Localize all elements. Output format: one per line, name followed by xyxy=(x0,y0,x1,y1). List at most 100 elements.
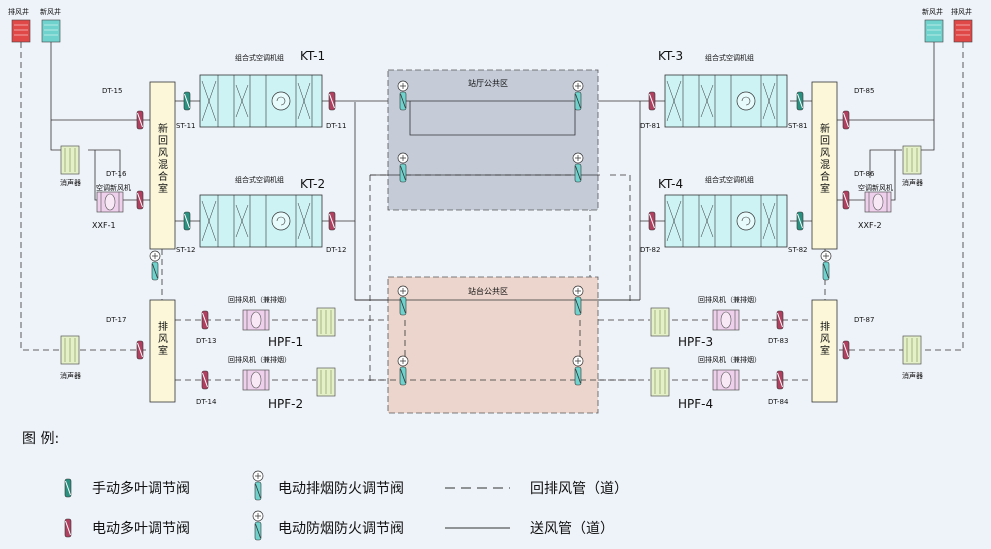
electric-damper-dt15 xyxy=(136,110,144,130)
electric-damper-dt86 xyxy=(842,190,850,210)
silencer xyxy=(316,307,336,337)
manual-damper-st81 xyxy=(796,91,804,111)
damper-tags: DT-15 DT-16 DT-17 DT-11 DT-12 DT-13 DT-1… xyxy=(102,87,875,406)
legend-fire-smoke-damper-label: 电动防烟防火调节阀 xyxy=(278,521,404,537)
svg-text:室: 室 xyxy=(820,182,830,195)
station-hall-area xyxy=(387,69,599,211)
svg-text:风: 风 xyxy=(158,147,168,159)
svg-text:回: 回 xyxy=(820,135,830,147)
return-fan-hpf4 xyxy=(712,369,740,391)
legend-smoke-fire-damper-icon xyxy=(252,470,264,501)
dt84-tag: DT-84 xyxy=(768,398,789,406)
svg-text:合: 合 xyxy=(158,170,168,183)
xxf1-tag: XXF-1 xyxy=(92,221,116,230)
fresh-fan-label: 空调新风机 xyxy=(858,183,893,192)
electric-damper-dt11 xyxy=(328,91,336,111)
electric-damper-dt12 xyxy=(328,211,336,231)
fresh-shaft-left xyxy=(41,19,61,43)
mix-room-left-label: 新 回 风 混 合 室 xyxy=(158,122,168,195)
fresh-fan-label: 空调新风机 xyxy=(96,183,131,192)
silencer xyxy=(650,307,670,337)
exhaust-shaft-right-label: 排风井 xyxy=(951,7,972,16)
dt87-tag: DT-87 xyxy=(854,316,874,324)
hpf4-tag: HPF-4 xyxy=(678,397,713,411)
electric-damper-dt85 xyxy=(842,110,850,130)
return-fan-label: 回排风机（兼排烟） xyxy=(698,295,761,304)
manual-damper-st12 xyxy=(183,211,191,231)
dt83-tag: DT-83 xyxy=(768,337,788,345)
return-fan-label: 回排风机（兼排烟） xyxy=(228,355,291,364)
manual-damper-st82 xyxy=(796,211,804,231)
platform-area xyxy=(387,276,599,414)
hpf2-tag: HPF-2 xyxy=(268,397,303,411)
hpf1-tag: HPF-1 xyxy=(268,335,303,349)
svg-text:排: 排 xyxy=(158,320,168,333)
svg-text:回: 回 xyxy=(158,135,168,147)
return-fan-hpf3 xyxy=(712,309,740,331)
legend-supply-duct-label: 送风管（道） xyxy=(530,521,614,537)
st81-tag: ST-81 xyxy=(788,122,808,130)
silencer-label: 消声器 xyxy=(60,371,81,380)
legend-manual-damper-label: 手动多叶调节阀 xyxy=(92,480,190,497)
electric-damper-dt14 xyxy=(201,370,209,390)
svg-text:风: 风 xyxy=(820,333,830,345)
dt82-tag: DT-82 xyxy=(640,246,660,254)
fresh-shaft-left-label: 新风井 xyxy=(40,7,61,16)
return-fan-label: 回排风机（兼排烟） xyxy=(228,295,291,304)
dt13-tag: DT-13 xyxy=(196,337,216,345)
silencer xyxy=(60,335,80,365)
ahu-kt1 xyxy=(199,74,323,128)
electric-damper-dt84 xyxy=(776,370,784,390)
exhaust-shaft-left-label: 排风井 xyxy=(8,7,29,16)
electric-damper-dt87 xyxy=(842,340,850,360)
legend: 图 例: 手动多叶调节阀 电动多叶调节阀 电动排烟防火调节阀 电动防烟防火调节阀… xyxy=(22,431,628,541)
return-fan-hpf1 xyxy=(242,309,270,331)
ahu-kt2 xyxy=(199,194,323,248)
legend-smoke-fire-damper-label: 电动排烟防火调节阀 xyxy=(278,481,404,497)
exhaust-room-left-label: 排 风 室 xyxy=(158,320,168,357)
exhaust-room-left xyxy=(149,299,176,403)
mix-room-right-label: 新 回 风 混 合 室 xyxy=(820,122,830,195)
electric-damper-dt83 xyxy=(776,310,784,330)
manual-damper-st11 xyxy=(183,91,191,111)
ahu-label: 组合式空调机组 xyxy=(235,53,284,62)
silencer-label: 消声器 xyxy=(902,178,923,187)
silencer xyxy=(60,145,80,175)
exhaust-room-right-label: 排 风 室 xyxy=(820,320,830,357)
fresh-fan-xxf2 xyxy=(864,191,892,213)
return-fan-label: 回排风机（兼排烟） xyxy=(698,355,761,364)
electric-damper-dt17 xyxy=(136,340,144,360)
dt17-tag: DT-17 xyxy=(106,316,126,324)
svg-text:合: 合 xyxy=(820,170,830,183)
svg-text:室: 室 xyxy=(820,344,830,357)
kt2-tag: KT-2 xyxy=(300,177,325,191)
dt14-tag: DT-14 xyxy=(196,398,217,406)
silencer xyxy=(650,367,670,397)
fire-damper-mix-right xyxy=(820,250,832,281)
exhaust-shaft-right xyxy=(953,19,973,43)
st12-tag: ST-12 xyxy=(176,246,196,254)
silencer-label: 消声器 xyxy=(60,178,81,187)
fresh-shaft-right-label: 新风井 xyxy=(922,7,943,16)
svg-text:混: 混 xyxy=(158,159,168,171)
dt11-tag: DT-11 xyxy=(326,122,346,130)
legend-manual-damper-icon xyxy=(64,478,72,498)
ahu-kt3 xyxy=(664,74,788,128)
svg-text:新: 新 xyxy=(158,122,168,135)
svg-text:室: 室 xyxy=(158,182,168,195)
legend-electric-damper-label: 电动多叶调节阀 xyxy=(92,520,190,537)
fire-damper-mix-left xyxy=(149,250,161,281)
platform-label: 站台公共区 xyxy=(468,286,508,296)
kt3-tag: KT-3 xyxy=(658,49,683,63)
ahu-kt4 xyxy=(664,194,788,248)
silencer xyxy=(902,145,922,175)
fresh-fan-xxf1 xyxy=(96,191,124,213)
exhaust-room-right xyxy=(811,299,838,403)
xxf2-tag: XXF-2 xyxy=(858,221,882,230)
dt15-tag: DT-15 xyxy=(102,87,122,95)
dt81-tag: DT-81 xyxy=(640,122,660,130)
kt1-tag: KT-1 xyxy=(300,49,325,63)
legend-electric-damper-icon xyxy=(64,518,72,538)
svg-text:风: 风 xyxy=(820,147,830,159)
